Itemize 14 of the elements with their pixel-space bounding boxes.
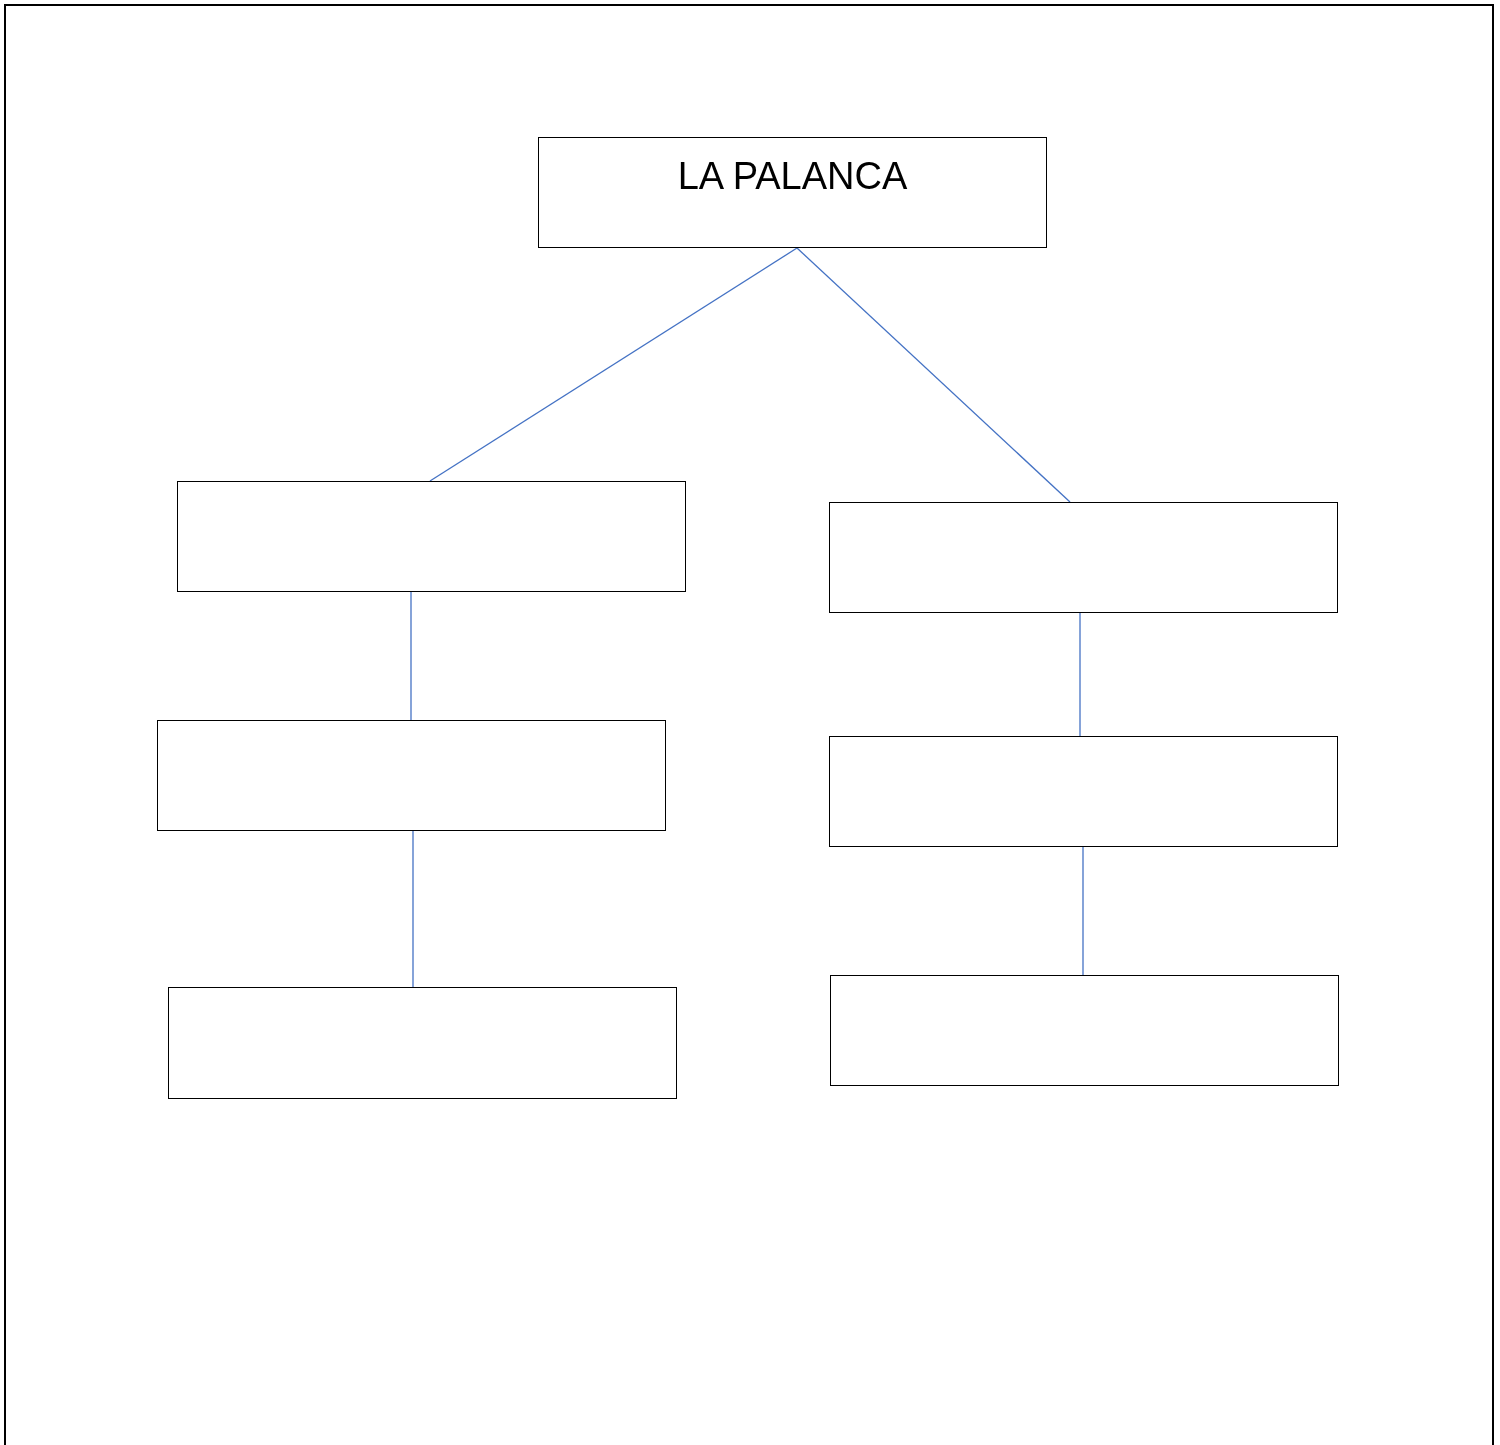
connector-line [429,247,798,482]
title-text: LA PALANCA [677,156,908,198]
title-box [538,137,1047,248]
empty-box [177,481,686,592]
connector-line [1082,846,1084,976]
connector-line [412,830,414,988]
empty-box [157,720,666,831]
connector-line [1079,612,1081,737]
empty-box [829,736,1338,847]
connector-line [796,247,1071,503]
empty-box [168,987,677,1099]
empty-box [830,975,1339,1086]
empty-box [829,502,1338,613]
connector-line [410,591,412,721]
